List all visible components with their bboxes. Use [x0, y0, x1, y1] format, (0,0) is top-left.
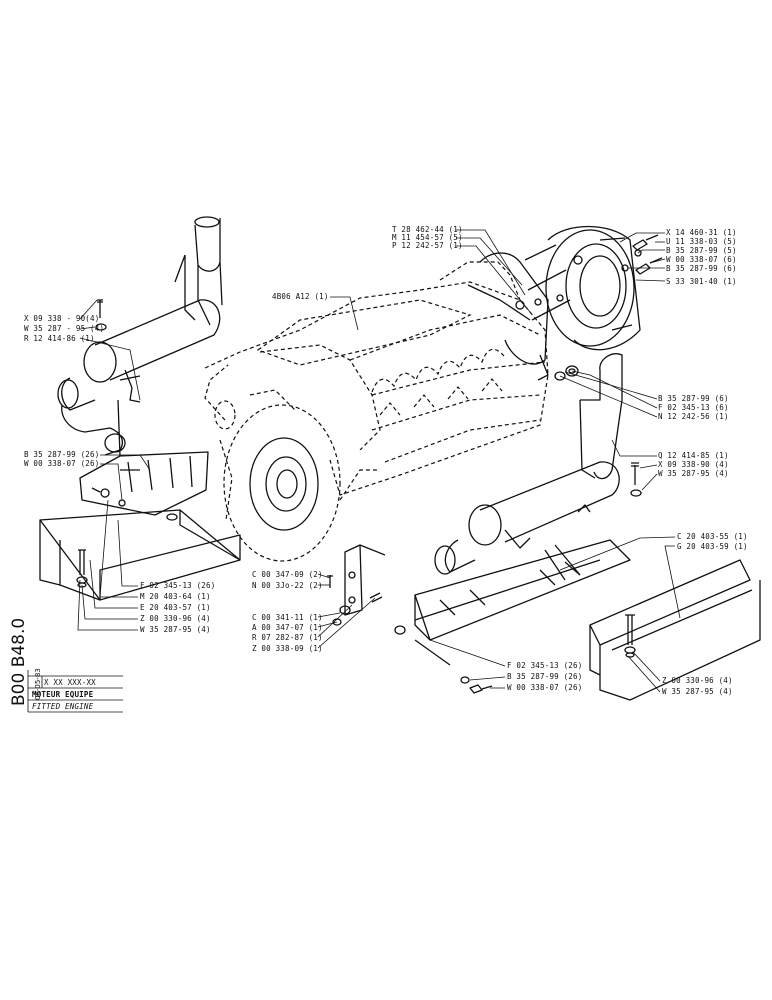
- label-w35287-bottom-right: W 35 287-95 (4): [662, 687, 733, 696]
- label-r12414: R 12 414-86 (1): [24, 334, 95, 343]
- label-n00: N 00 3Jo-22 (2): [252, 581, 323, 590]
- drawing-number: B00 B48.0: [9, 618, 29, 706]
- label-n12242: N 12 242-56 (1): [658, 412, 729, 421]
- right-silencer: [434, 353, 642, 581]
- label-engine: 4B06 A12 (1): [272, 292, 329, 301]
- left-silencer: [57, 216, 223, 521]
- bottom-bolts: [460, 676, 493, 694]
- label-w00338-6: W 00 338-07 (6): [666, 255, 737, 264]
- label-s33301: S 33 301-40 (1): [666, 277, 737, 286]
- label-w35287-right: W 35 287-95 (4): [658, 469, 729, 478]
- serial-number: X XX XXX-XX: [44, 678, 96, 687]
- label-w00338-26-left: W 00 338-07 (26): [24, 459, 99, 468]
- right-crossmember: [589, 559, 761, 701]
- label-f02345-26-right: F 02 345-13 (26): [507, 661, 582, 670]
- label-b35287-26-right: B 35 287-99 (26): [507, 672, 582, 681]
- centre-bracket: [327, 544, 386, 626]
- engine-block: [204, 281, 549, 562]
- title-english: FITTED ENGINE: [32, 702, 94, 711]
- label-m20403: M 20 403-64 (1): [140, 592, 211, 601]
- label-b35287-6a: B 35 287-99 (6): [666, 264, 737, 273]
- label-e20403: E 20 403-57 (1): [140, 603, 211, 612]
- air-intake-assembly: [439, 225, 663, 381]
- label-z00330-left: Z 00 330-96 (4): [140, 614, 211, 623]
- title-french: MOTEUR EQUIPE: [32, 690, 94, 699]
- label-c00347: C 00 347-09 (2): [252, 570, 323, 579]
- label-w35287-bottom-left: W 35 287-95 (4): [140, 625, 211, 634]
- leader-lines: [77, 229, 681, 693]
- label-a00347: A 00 347-07 (1): [252, 623, 323, 632]
- label-b35287-6b: B 35 287-99 (6): [658, 394, 729, 403]
- label-q12414: Q 12 414-85 (1): [658, 451, 729, 460]
- left-crossmember: [39, 509, 241, 601]
- drawing-date: 06-05-83: [34, 668, 42, 700]
- label-t28462: T 28 462-44 (1): [392, 225, 463, 234]
- label-p12242: P 12 242-57 (1): [392, 241, 463, 250]
- label-x09338-left: X 09 338 - 90(4): [24, 314, 99, 323]
- label-m11454: M 11 454-57 (5): [392, 233, 463, 242]
- label-f02345-26-left: F 02 345-13 (26): [140, 581, 215, 590]
- label-x09338-right: X 09 338-90 (4): [658, 460, 729, 469]
- label-u11338: U 11 338-03 (5): [666, 237, 737, 246]
- title-block: B00 B48.0 06-05-83 X XX XXX-XX MOTEUR EQ…: [9, 618, 123, 713]
- right-heat-shield: [394, 539, 631, 666]
- part-labels: T 28 462-44 (1) M 11 454-57 (5) P 12 242…: [24, 225, 748, 696]
- label-c00341: C 00 341-11 (1): [252, 613, 323, 622]
- label-z00338: Z 00 338-09 (1): [252, 644, 323, 653]
- label-g20403: G 20 403-59 (1): [677, 542, 748, 551]
- label-b35287-5: B 35 287-99 (5): [666, 246, 737, 255]
- label-x14460: X 14 460-31 (1): [666, 228, 737, 237]
- label-z00330-right: Z 00 330-96 (4): [662, 676, 733, 685]
- label-w35287-left: W 35 287 - 95 (4): [24, 324, 104, 333]
- label-r07282: R 07 282-87 (1): [252, 633, 323, 642]
- label-b35287-26-left: B 35 287-99 (26): [24, 450, 99, 459]
- label-f02345-6: F 02 345-13 (6): [658, 403, 729, 412]
- label-w00338-26-right: W 00 338-07 (26): [507, 683, 582, 692]
- label-c20403: C 20 403-55 (1): [677, 532, 748, 541]
